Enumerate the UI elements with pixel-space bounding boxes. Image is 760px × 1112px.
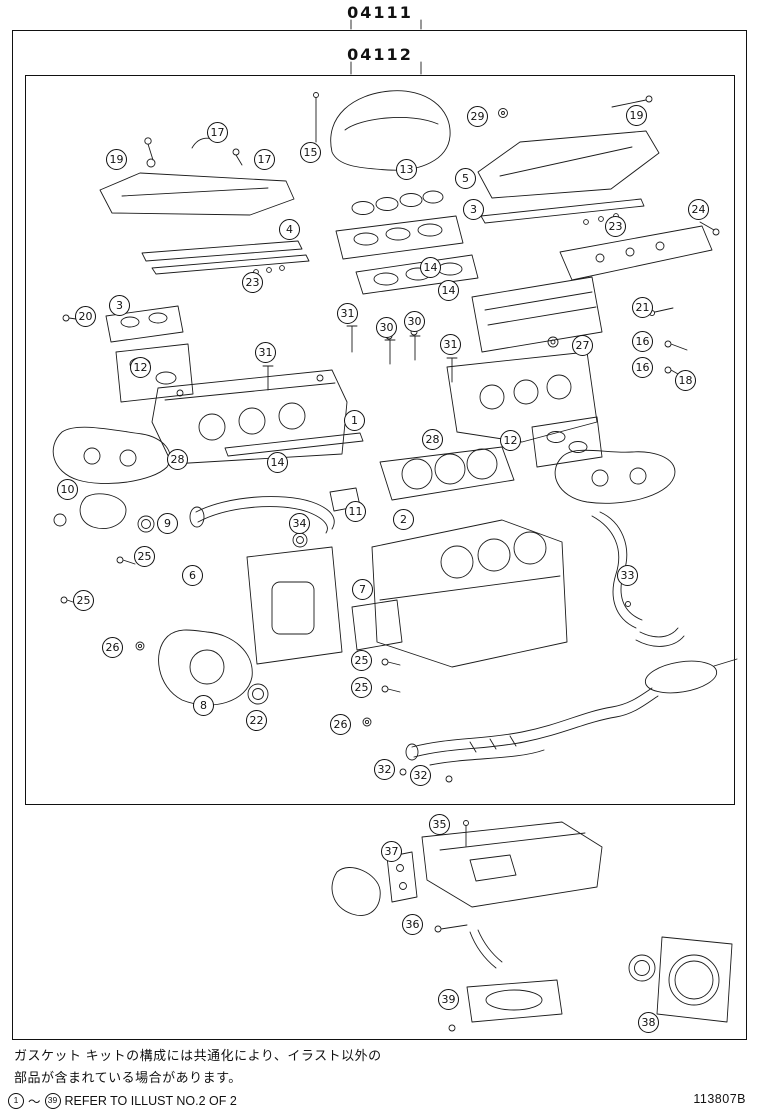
callout-38: 38 [638, 1012, 659, 1033]
callout-15: 15 [300, 142, 321, 163]
callout-28: 28 [167, 449, 188, 470]
callout-11: 11 [345, 501, 366, 522]
callout-20: 20 [75, 306, 96, 327]
callout-2: 2 [393, 509, 414, 530]
callout-25: 25 [351, 677, 372, 698]
callout-6: 6 [182, 565, 203, 586]
callout-28: 28 [422, 429, 443, 450]
circled-number-to: 39 [44, 1092, 61, 1109]
callout-31: 31 [337, 303, 358, 324]
callout-31: 31 [255, 342, 276, 363]
callout-23: 23 [605, 216, 626, 237]
callout-9: 9 [157, 513, 178, 534]
callout-10: 10 [57, 479, 78, 500]
callout-35: 35 [429, 814, 450, 835]
circled-number-from: 1 [8, 1092, 24, 1109]
callout-14: 14 [438, 280, 459, 301]
callout-16: 16 [632, 357, 653, 378]
callout-30: 30 [404, 311, 425, 332]
callout-16: 16 [632, 331, 653, 352]
inner-frame [25, 75, 735, 805]
callout-8: 8 [193, 695, 214, 716]
callout-13: 13 [396, 159, 417, 180]
callout-32: 32 [410, 765, 431, 786]
callout-27: 27 [572, 335, 593, 356]
callout-25: 25 [134, 546, 155, 567]
callout-17: 17 [254, 149, 275, 170]
callout-3: 3 [463, 199, 484, 220]
callout-14: 14 [267, 452, 288, 473]
callout-18: 18 [675, 370, 696, 391]
callout-12: 12 [130, 357, 151, 378]
footer-note-ja-line1: ガスケット キットの構成には共通化により、イラスト以外の [14, 1048, 382, 1063]
callout-23: 23 [242, 272, 263, 293]
illustration-ref-code: 113807B [693, 1092, 746, 1106]
callout-25: 25 [73, 590, 94, 611]
callout-14: 14 [420, 257, 441, 278]
callout-5: 5 [455, 168, 476, 189]
callout-26: 26 [102, 637, 123, 658]
footer-note-ja-line2: 部品が含まれている場合があります。 [14, 1070, 242, 1085]
callout-12: 12 [500, 430, 521, 451]
callout-17: 17 [207, 122, 228, 143]
callout-29: 29 [467, 106, 488, 127]
callout-19: 19 [106, 149, 127, 170]
refer-separator: ～ [28, 1095, 41, 1109]
callout-30: 30 [376, 317, 397, 338]
callout-37: 37 [381, 841, 402, 862]
callout-32: 32 [374, 759, 395, 780]
callout-22: 22 [246, 710, 267, 731]
callout-31: 31 [440, 334, 461, 355]
kit-number-outer: 04111 [347, 3, 413, 22]
callout-39: 39 [438, 989, 459, 1010]
callout-36: 36 [402, 914, 423, 935]
callout-19: 19 [626, 105, 647, 126]
refer-line: 1 ～ 39 REFER TO ILLUST NO.2 OF 2 [8, 1091, 237, 1110]
callout-1: 1 [344, 410, 365, 431]
callout-34: 34 [289, 513, 310, 534]
callout-4: 4 [279, 219, 300, 240]
callout-26: 26 [330, 714, 351, 735]
callout-3: 3 [109, 295, 130, 316]
callout-33: 33 [617, 565, 638, 586]
callout-25: 25 [351, 650, 372, 671]
callout-21: 21 [632, 297, 653, 318]
refer-text: REFER TO ILLUST NO.2 OF 2 [64, 1093, 237, 1108]
callout-24: 24 [688, 199, 709, 220]
callout-7: 7 [352, 579, 373, 600]
